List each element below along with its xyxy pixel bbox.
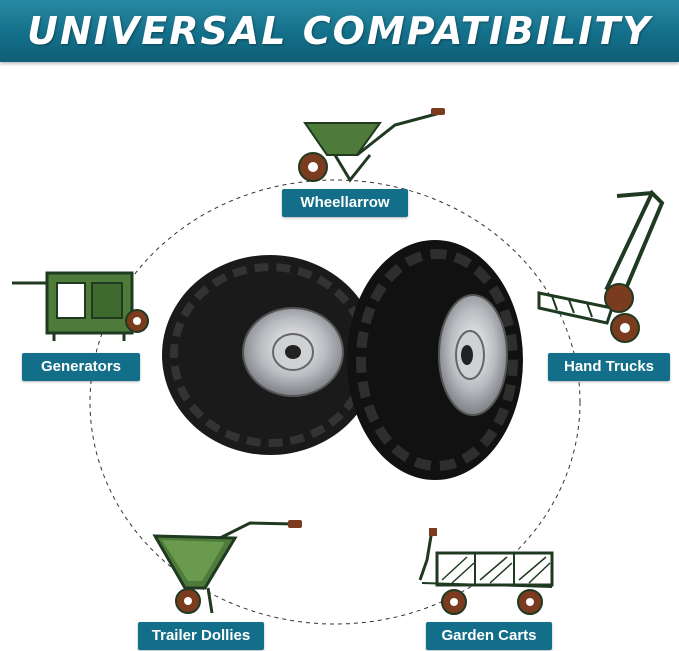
label-trailer-dollies: Trailer Dollies bbox=[138, 622, 264, 650]
generator-icon bbox=[12, 271, 149, 341]
hand-truck-icon bbox=[537, 189, 665, 343]
trailer-dolly-icon bbox=[152, 520, 302, 614]
wheelbarrow-icon bbox=[298, 108, 445, 183]
banner-title: UNIVERSAL COMPATIBILITY bbox=[27, 9, 652, 53]
garden-cart-icon bbox=[418, 528, 554, 615]
header-banner: UNIVERSAL COMPATIBILITY bbox=[0, 0, 679, 62]
label-hand-trucks: Hand Trucks bbox=[548, 353, 670, 381]
label-garden-carts: Garden Carts bbox=[426, 622, 552, 650]
label-generators: Generators bbox=[22, 353, 140, 381]
label-wheelbarrow: Wheellarrow bbox=[282, 189, 408, 217]
tire-pair-image bbox=[162, 240, 523, 480]
